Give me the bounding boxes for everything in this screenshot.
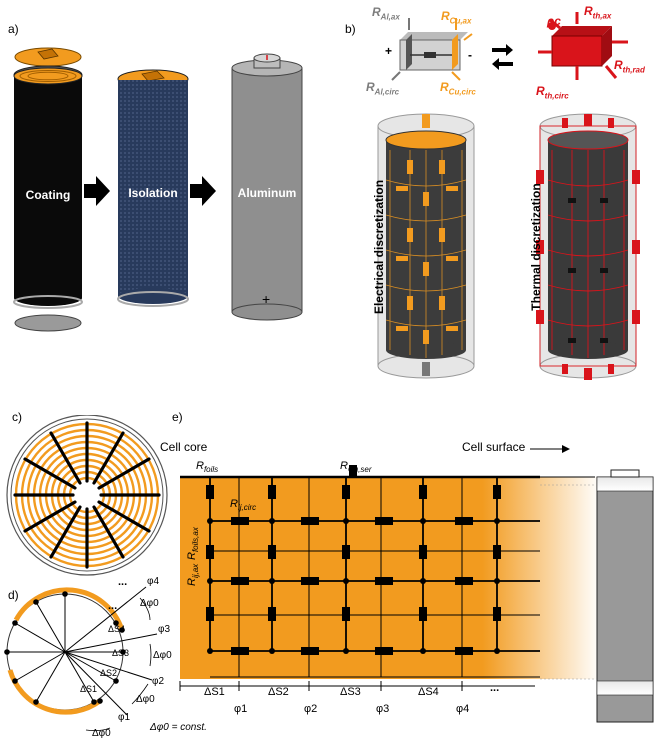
cell-label-aluminum: Aluminum <box>237 186 297 200</box>
electrical-element <box>391 18 473 81</box>
electrical-discretized-cell <box>377 113 475 379</box>
double-arrow-icon <box>492 44 513 70</box>
panel-e-network <box>179 465 654 723</box>
ds-axis-label-2: ΔS2 <box>268 686 289 698</box>
cell-label-isolation: Isolation <box>128 186 178 200</box>
phi-label-4: φ4 <box>147 576 160 587</box>
arrow-right-icon <box>190 176 216 206</box>
ds-label-1: ΔS1 <box>80 684 98 694</box>
cell-surface-label: Cell surface <box>462 440 526 454</box>
isolation-cell <box>117 69 189 307</box>
ellipsis-axis: ... <box>490 682 500 694</box>
arrow-right-icon <box>84 176 110 206</box>
r-ij-ax-label: Rij,ax <box>186 563 201 586</box>
thermal-discretized-cell <box>536 113 640 380</box>
ellipsis-top: ... <box>118 576 128 588</box>
thermal-element <box>538 12 628 80</box>
panel-b-diagrams <box>377 12 640 380</box>
r-ij-circ-label: Rij,circ <box>230 498 257 513</box>
label-r-cu-ax: RCu,ax <box>441 9 472 26</box>
dphi-label-2: Δφ0 <box>136 694 155 705</box>
ds-axis-label-3: ΔS3 <box>340 686 361 698</box>
r-foils-ax-label: Rfoils,ax <box>186 527 201 560</box>
aluminum-cell <box>231 53 303 321</box>
label-r-al-circ: RAl,circ <box>366 80 400 97</box>
panel-c-cross-section <box>6 415 168 576</box>
r-cu-ser-label: RCu,ser <box>340 460 372 475</box>
ds-label-2: ΔS2 <box>100 668 118 678</box>
r-foils-label: Rfoils <box>196 460 219 475</box>
dphi-label-1: Δφ0 <box>92 728 111 739</box>
label-r-th-rad: Rth,rad <box>614 58 645 75</box>
phi-label-2: φ2 <box>152 676 165 687</box>
phi-axis-label-4: φ4 <box>456 703 470 715</box>
electrical-discretization-label: Electrical discretization <box>372 179 386 315</box>
cell-label-coating: Coating <box>25 188 71 202</box>
phi-label-1: φ1 <box>118 712 131 723</box>
plus-terminal-label: + <box>262 291 271 307</box>
panel-label-e: e) <box>172 410 183 424</box>
const-note: Δφ0 = const. <box>150 722 207 733</box>
thermal-discretization-label: Thermal discretization <box>529 183 543 311</box>
panel-d-angular-scheme <box>4 586 158 732</box>
dphi-label-4: Δφ0 <box>140 598 159 609</box>
ds-axis-label-1: ΔS1 <box>204 686 225 698</box>
label-r-th-ax: Rth,ax <box>584 4 612 21</box>
arrow-right-icon <box>530 445 570 453</box>
phi-axis-label-2: φ2 <box>304 703 318 715</box>
ds-label-3: ΔS3 <box>112 648 130 658</box>
cell-core-label: Cell core <box>160 440 208 454</box>
label-rho-c: ρc <box>547 14 561 28</box>
ds-label-4: ΔS4 <box>108 624 126 634</box>
panel-label-d: d) <box>8 588 19 602</box>
label-r-th-circ: Rth,circ <box>536 84 569 101</box>
label-r-al-ax: RAl,ax <box>372 5 400 22</box>
coating-cell <box>13 47 83 332</box>
ellipsis-inner: ... <box>108 600 118 612</box>
dphi-label-3: Δφ0 <box>153 650 172 661</box>
panel-label-a: a) <box>8 22 19 36</box>
panel-label-b: b) <box>345 22 356 36</box>
ds-axis-label-4: ΔS4 <box>418 686 439 698</box>
phi-axis-label-3: φ3 <box>376 703 390 715</box>
phi-axis-label-1: φ1 <box>234 703 248 715</box>
panel-label-c: c) <box>12 410 22 424</box>
phi-label-3: φ3 <box>158 624 171 635</box>
label-r-cu-circ: RCu,circ <box>440 80 476 97</box>
panel-a-cells <box>13 47 303 332</box>
minus-sign: - <box>468 48 472 62</box>
plus-sign: + <box>385 44 393 58</box>
